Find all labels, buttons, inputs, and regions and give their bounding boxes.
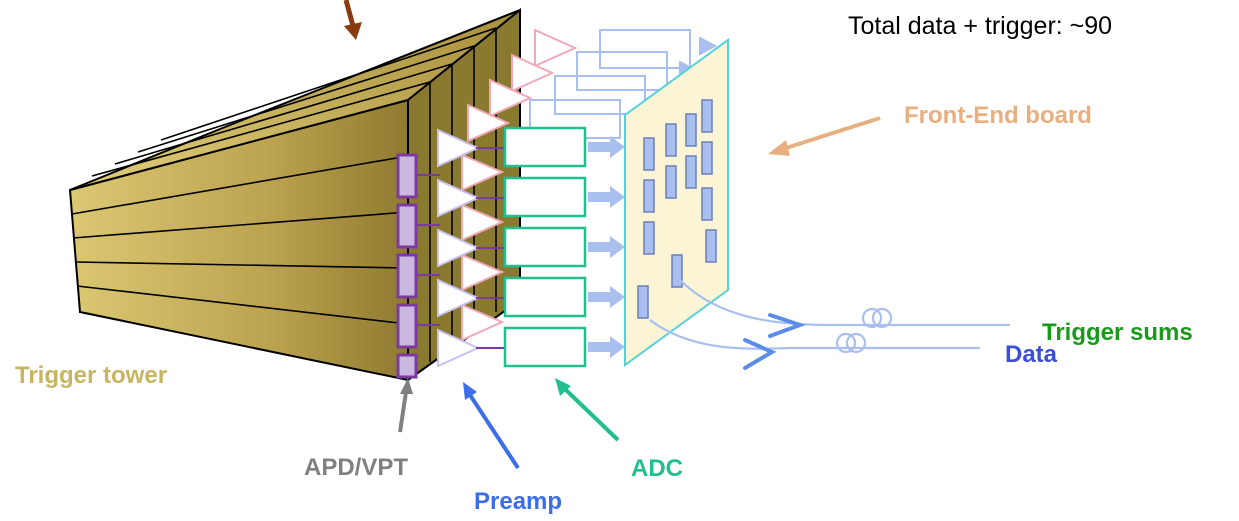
trigger-tower-label: Trigger tower	[15, 362, 167, 389]
preamp-triangles	[437, 28, 578, 368]
data-label: Data	[1005, 341, 1058, 368]
trigger-sums-label: Trigger sums	[1042, 319, 1193, 346]
apd-vpt-label: APD/VPT	[304, 454, 408, 481]
total-bandwidth-label: Total data + trigger: ~90	[848, 12, 1112, 40]
preamp-label: Preamp	[474, 488, 562, 515]
front-end-board-label: Front-End board	[904, 102, 1092, 129]
adc-boxes	[503, 126, 587, 368]
adc-output-arrows	[588, 136, 625, 358]
front-end-board	[624, 38, 729, 367]
fiber-direction-arrows	[743, 313, 807, 370]
apd-vpt-sensors	[396, 153, 418, 379]
adc-label: ADC	[631, 455, 683, 482]
preamp-wiring	[416, 147, 505, 349]
optical-fibers	[649, 279, 1010, 354]
pointer-arrows	[343, 0, 881, 470]
